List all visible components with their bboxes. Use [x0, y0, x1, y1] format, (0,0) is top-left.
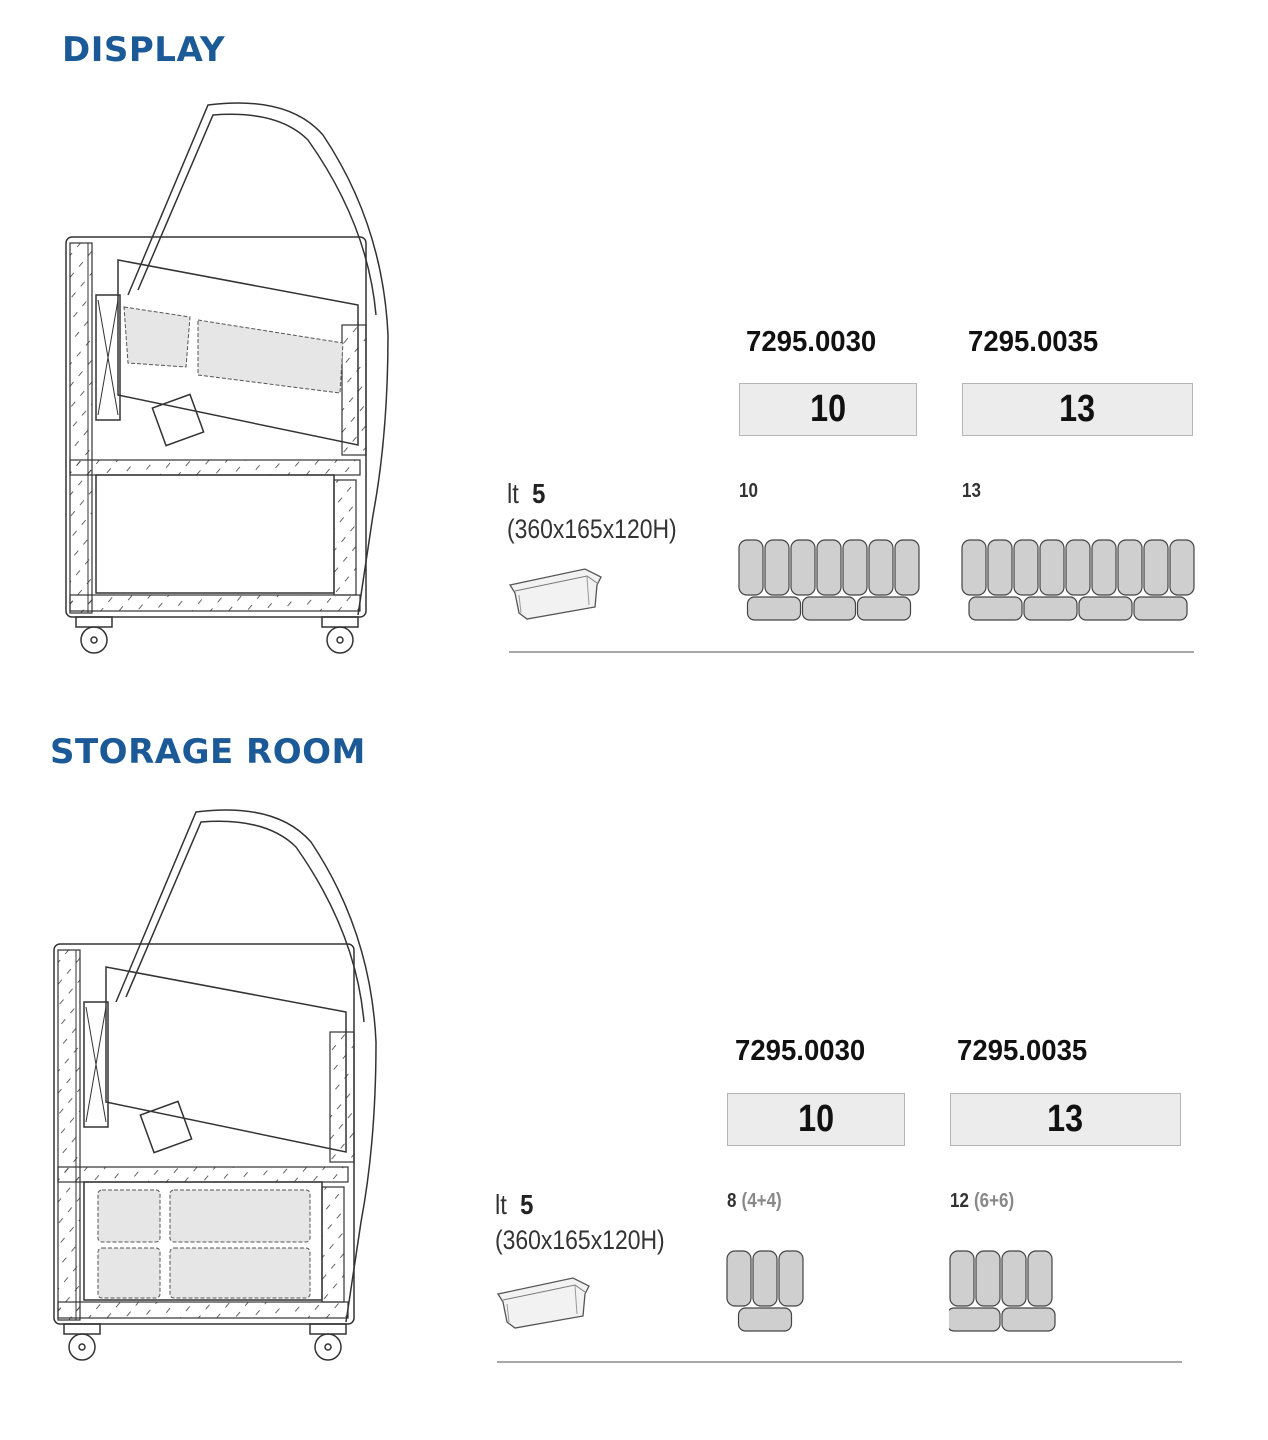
- vertical-pan: [726, 1250, 752, 1307]
- pan-count: 13: [962, 480, 981, 502]
- vertical-pan: [1013, 539, 1039, 596]
- pan-dimensions: (360x165x120H): [507, 514, 677, 544]
- capacity-value: 13: [1059, 388, 1096, 430]
- storage-room-section: STORAGE ROOM 7295.0030 7295.0035 10 13 l…: [0, 0, 1268, 1363]
- capacity-value: 10: [810, 388, 846, 430]
- horizontal-pan: [949, 1307, 1001, 1332]
- horizontal-pan: [1133, 596, 1188, 621]
- vertical-pan: [738, 539, 764, 596]
- vertical-pan: [894, 539, 920, 596]
- horizontal-pan: [856, 596, 912, 621]
- vertical-pan: [842, 539, 868, 596]
- pan-layout-diagram: [738, 539, 920, 621]
- vertical-pan: [778, 1250, 804, 1307]
- vertical-pan: [1091, 539, 1117, 596]
- vertical-pan: [1169, 539, 1195, 596]
- horizontal-pan: [1001, 1307, 1056, 1332]
- vertical-pan: [987, 539, 1013, 596]
- vertical-pan: [752, 1250, 778, 1307]
- divider: [509, 651, 1194, 653]
- vertical-pan: [1001, 1250, 1027, 1307]
- pan-layout-diagram: [961, 539, 1195, 621]
- pan-layout-diagram: [949, 1250, 1056, 1332]
- vertical-pan: [816, 539, 842, 596]
- vertical-pan: [961, 539, 987, 596]
- horizontal-pan: [737, 1307, 793, 1332]
- vertical-pan: [1027, 1250, 1053, 1307]
- horizontal-pan: [968, 596, 1023, 621]
- capacity-box: 10: [727, 1093, 905, 1146]
- vertical-pan: [868, 539, 894, 596]
- horizontal-pan: [746, 596, 802, 621]
- vertical-pan: [949, 1250, 975, 1307]
- pan-count: 10: [739, 480, 758, 502]
- pan-layout-diagram: [726, 1250, 804, 1332]
- ice-cream-pan-icon: [496, 1277, 590, 1329]
- pan-volume: lt 5: [495, 1189, 534, 1220]
- horizontal-pan: [1023, 596, 1078, 621]
- vertical-pan: [975, 1250, 1001, 1307]
- pan-count: 8(4+4): [727, 1190, 782, 1212]
- pan-volume: lt 5: [507, 478, 546, 509]
- display-cabinet-drawing: [65, 102, 389, 654]
- storage-cabinet-drawing: [53, 809, 377, 1361]
- vertical-pan: [764, 539, 790, 596]
- vertical-pan: [1039, 539, 1065, 596]
- horizontal-pan: [1078, 596, 1133, 621]
- model-code: 7295.0035: [957, 1035, 1088, 1067]
- vertical-pan: [1143, 539, 1169, 596]
- section-title: STORAGE ROOM: [50, 732, 366, 772]
- capacity-box: 13: [962, 383, 1193, 436]
- capacity-value: 10: [798, 1098, 834, 1140]
- capacity-box: 13: [950, 1093, 1181, 1146]
- divider: [497, 1361, 1182, 1363]
- model-code: 7295.0035: [968, 326, 1099, 358]
- vertical-pan: [790, 539, 816, 596]
- section-title: DISPLAY: [62, 30, 226, 70]
- model-code: 7295.0030: [746, 326, 877, 358]
- model-code: 7295.0030: [735, 1035, 866, 1067]
- vertical-pan: [1065, 539, 1091, 596]
- display-section: DISPLAY 7295.0030 7295.0035 10 13 lt 5 (…: [0, 0, 1268, 710]
- capacity-value: 13: [1047, 1098, 1084, 1140]
- pan-dimensions: (360x165x120H): [495, 1225, 665, 1255]
- ice-cream-pan-icon: [508, 568, 602, 620]
- pan-count: 12(6+6): [950, 1190, 1015, 1212]
- vertical-pan: [1117, 539, 1143, 596]
- horizontal-pan: [801, 596, 857, 621]
- capacity-box: 10: [739, 383, 917, 436]
